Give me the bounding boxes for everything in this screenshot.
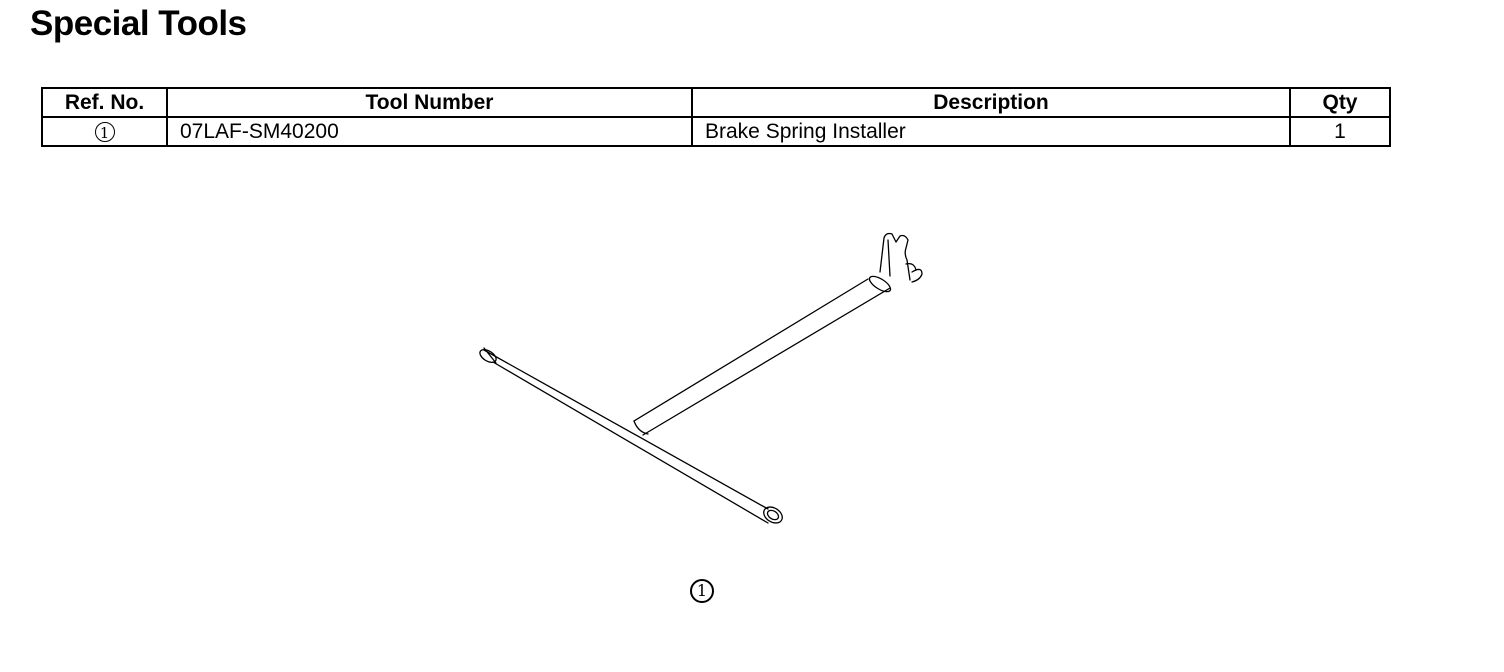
header-qty: Qty <box>1289 87 1391 118</box>
forked-tip <box>879 232 923 283</box>
cell-ref-no: 1 <box>41 116 168 147</box>
header-description: Description <box>691 87 1291 118</box>
cell-description: Brake Spring Installer <box>691 116 1291 147</box>
part-callout-1: 1 <box>690 579 714 603</box>
cell-tool-number: 07LAF-SM40200 <box>166 116 693 147</box>
page-title: Special Tools <box>30 4 247 43</box>
table-header-row: Ref. No. Tool Number Description Qty <box>41 87 1391 118</box>
header-ref-no: Ref. No. <box>41 87 168 118</box>
ref-number-circle: 1 <box>94 122 115 143</box>
installer-shaft <box>633 275 892 436</box>
brake-spring-installer-illustration <box>479 232 923 524</box>
special-tools-table: Ref. No. Tool Number Description Qty 1 0… <box>41 87 1391 147</box>
cell-qty: 1 <box>1289 116 1391 147</box>
header-tool-number: Tool Number <box>166 87 693 118</box>
table-row: 1 07LAF-SM40200 Brake Spring Installer 1 <box>41 116 1391 147</box>
t-handle-bar <box>479 347 783 524</box>
